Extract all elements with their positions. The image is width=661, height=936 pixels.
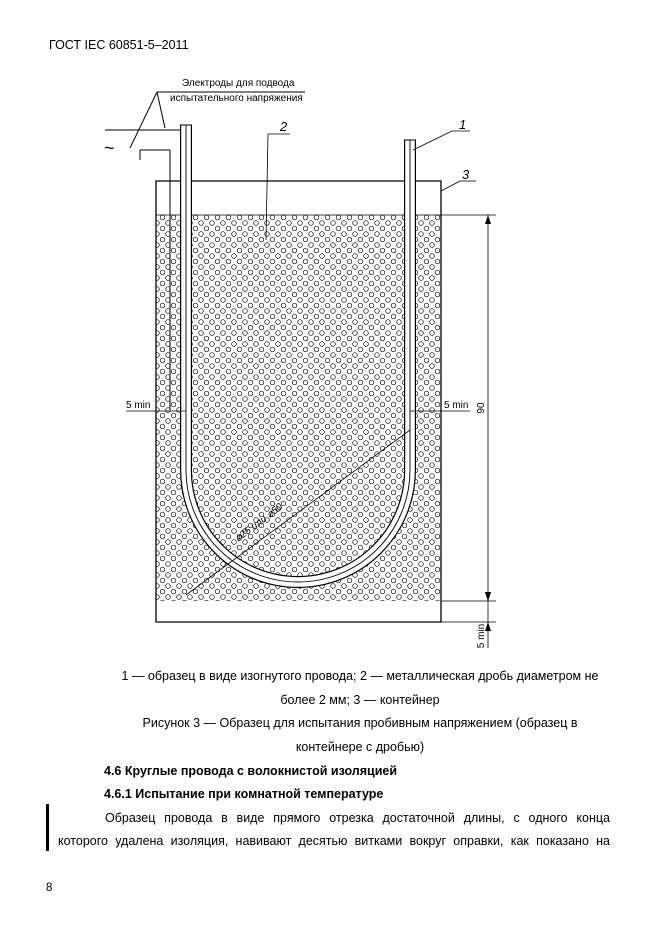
callout-3: 3 <box>462 167 470 182</box>
electrode-label-line1: Электроды для подвода <box>182 78 295 89</box>
callout-2: 2 <box>279 119 288 134</box>
dim-right-min: 5 min <box>444 400 468 411</box>
body-text-line1: Образец провода в виде прямого отрезка д… <box>105 811 610 825</box>
dim-height: 90 <box>476 402 487 414</box>
document-header: ГОСТ IEC 60851-5–2011 <box>49 38 189 52</box>
bent-wire-specimen <box>180 124 416 588</box>
dim-left-min: 5 min <box>126 400 150 411</box>
body-text-line2: которого удалена изоляция, навивают деся… <box>58 834 610 848</box>
section-heading-4-6-1: 4.6.1 Испытание при комнатной температур… <box>104 787 384 801</box>
figure-title-line2: контейнере с дробью) <box>295 740 425 754</box>
metal-shot-fill <box>156 215 441 601</box>
figure-title-line1: Рисунок 3 — Образец для испытания пробив… <box>142 716 578 730</box>
figure-3-diagram: ~ Электроды для подвода испытательного н… <box>104 78 496 648</box>
figure-legend-line2: более 2 мм; 3 — контейнер <box>280 693 440 707</box>
figure-legend-line1: 1 — образец в виде изогнутого провода; 2… <box>121 669 599 683</box>
callout-1: 1 <box>459 117 466 132</box>
dim-bottom-min: 5 min <box>476 624 487 648</box>
electrode-label-line2: испытательного напряжения <box>170 93 303 104</box>
page-number: 8 <box>46 882 53 894</box>
section-heading-4-6: 4.6 Круглые провода с волокнистой изоляц… <box>104 764 398 778</box>
ac-symbol: ~ <box>104 138 115 158</box>
electrode-leads <box>105 91 305 410</box>
change-bar <box>46 804 49 851</box>
